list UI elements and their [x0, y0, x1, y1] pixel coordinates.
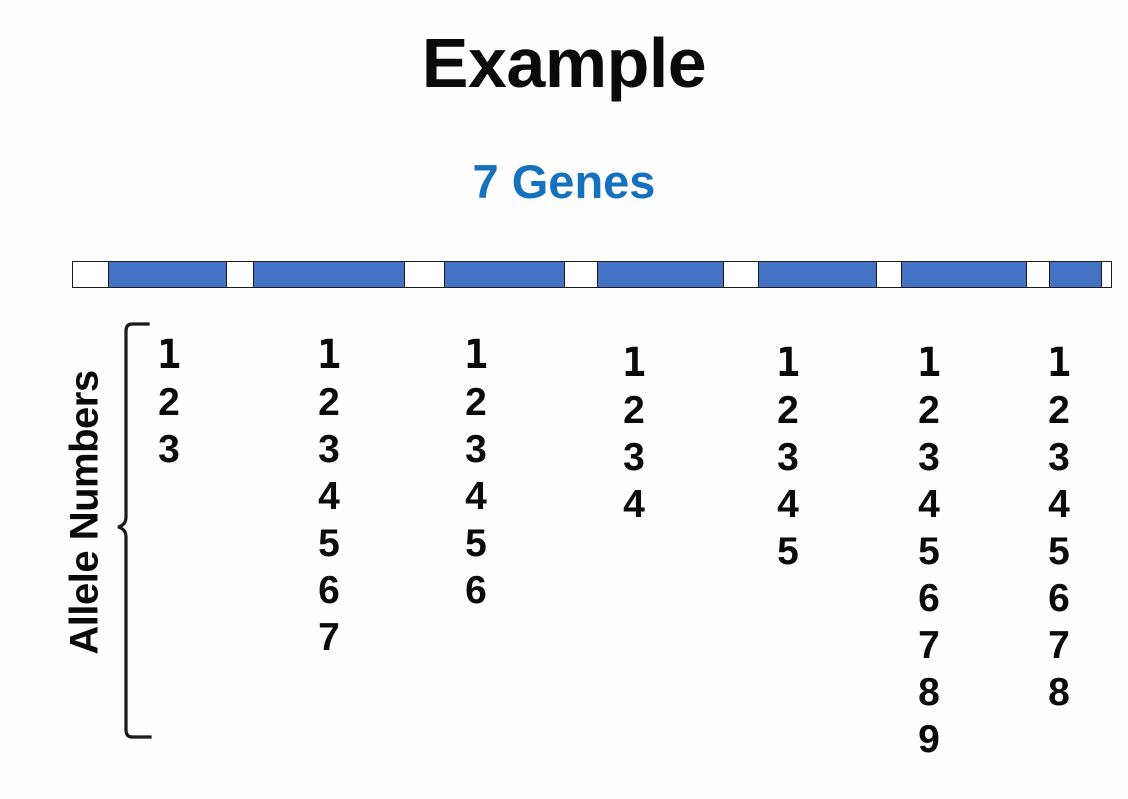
allele-number: 3	[777, 436, 799, 479]
chromosome-gap-segment	[563, 262, 598, 287]
allele-number: 2	[158, 381, 180, 424]
allele-number: 5	[318, 522, 340, 565]
allele-number: 1	[156, 332, 182, 378]
allele-number: 1	[1046, 340, 1072, 386]
chromosome-bar	[72, 261, 1112, 288]
allele-number: 8	[1048, 671, 1070, 714]
allele-number: 7	[918, 624, 940, 667]
subtitle-gene-count: 7 Genes	[472, 155, 656, 208]
chromosome-gene-segment	[443, 262, 564, 287]
chromosome-gap-segment	[722, 262, 759, 287]
chromosome-gap-segment	[73, 262, 109, 287]
chromosome-gap-segment	[404, 262, 444, 287]
allele-number: 2	[777, 389, 799, 432]
chromosome-gene-segment	[901, 262, 1026, 287]
chromosome-gap-segment	[1100, 262, 1111, 287]
chromosome-gap-segment	[876, 262, 902, 287]
allele-number: 4	[1048, 483, 1070, 526]
allele-number: 3	[918, 436, 940, 479]
allele-number: 4	[777, 483, 799, 526]
chromosome-gap-segment	[1025, 262, 1049, 287]
allele-number: 2	[318, 381, 340, 424]
chromosome-gap-segment	[225, 262, 253, 287]
allele-number: 5	[777, 530, 799, 573]
allele-brace-icon	[117, 322, 152, 739]
allele-number: 3	[158, 428, 180, 471]
allele-number: 7	[1048, 624, 1070, 667]
page-title: Example	[421, 24, 707, 102]
allele-number: 1	[316, 332, 342, 378]
allele-number: 3	[623, 436, 645, 479]
allele-number: 2	[918, 389, 940, 432]
chromosome-gene-segment	[758, 262, 877, 287]
allele-number: 6	[1048, 577, 1070, 620]
allele-number: 4	[318, 475, 340, 518]
allele-number: 7	[318, 616, 340, 659]
chromosome-gene-segment	[1048, 262, 1101, 287]
allele-number: 4	[465, 475, 487, 518]
allele-number: 3	[465, 428, 487, 471]
allele-number: 2	[1048, 389, 1070, 432]
allele-number: 1	[916, 340, 942, 386]
allele-number: 6	[918, 577, 940, 620]
allele-number: 6	[318, 569, 340, 612]
chromosome-gene-segment	[252, 262, 405, 287]
allele-number: 5	[465, 522, 487, 565]
chromosome-gene-segment	[108, 262, 226, 287]
allele-number: 3	[1048, 436, 1070, 479]
allele-number: 1	[463, 332, 489, 378]
allele-number: 9	[918, 718, 940, 761]
allele-number: 6	[465, 569, 487, 612]
allele-number: 3	[318, 428, 340, 471]
allele-number: 5	[1048, 530, 1070, 573]
allele-number: 1	[621, 340, 647, 386]
allele-number: 1	[775, 340, 801, 386]
allele-number: 8	[918, 671, 940, 714]
allele-number: 2	[623, 389, 645, 432]
allele-number: 5	[918, 530, 940, 573]
chromosome-gene-segment	[597, 262, 723, 287]
allele-number: 4	[623, 483, 645, 526]
allele-number: 2	[465, 381, 487, 424]
allele-number: 4	[918, 483, 940, 526]
